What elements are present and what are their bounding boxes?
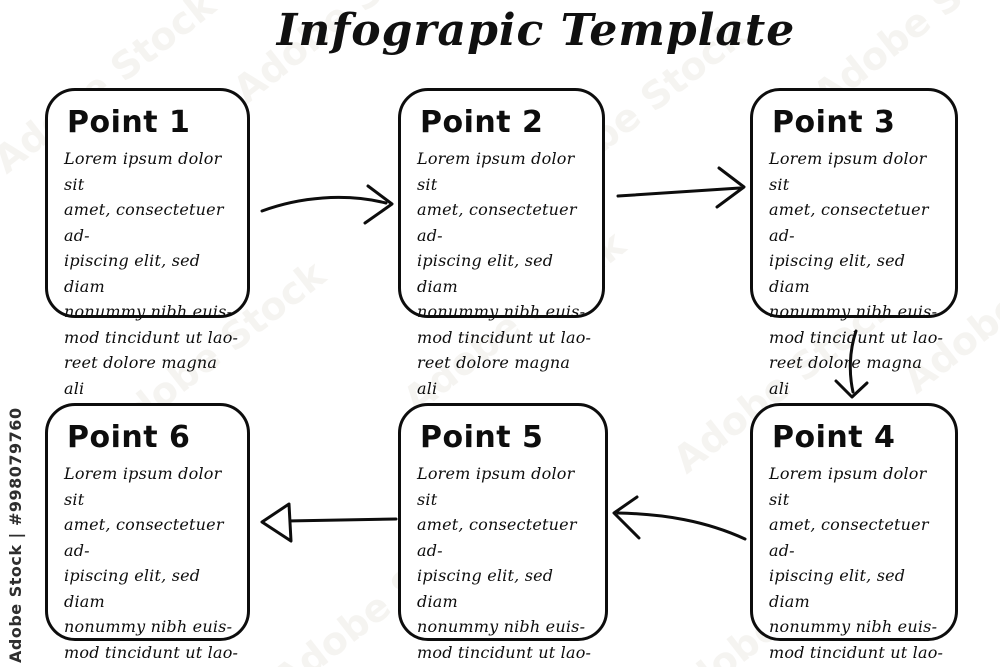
point-6-card: Point 6 Lorem ipsum dolor sit amet, cons… <box>45 403 250 662</box>
arrow-point1-to-point2-icon <box>260 184 394 225</box>
point-3-card: Point 3 Lorem ipsum dolor sit amet, cons… <box>750 88 958 398</box>
point-4-card: Point 4 Lorem ipsum dolor sit amet, cons… <box>750 403 958 662</box>
arrow-point4-to-point5-icon <box>612 495 747 541</box>
point-2-body: Lorem ipsum dolor sit amet, consectetuer… <box>417 149 592 398</box>
point-5-card: Point 5 Lorem ipsum dolor sit amet, cons… <box>398 403 608 662</box>
page-title: Infograpic Template <box>276 5 796 56</box>
arrow-point2-to-point3-icon <box>616 166 746 209</box>
point-1-heading: Point 1 <box>67 105 191 140</box>
point-5-body: Lorem ipsum dolor sit amet, consectetuer… <box>417 464 592 662</box>
point-4-body: Lorem ipsum dolor sit amet, consectetuer… <box>769 464 944 662</box>
point-2-heading: Point 2 <box>420 105 544 140</box>
point-5-heading: Point 5 <box>420 420 544 455</box>
point-6-body: Lorem ipsum dolor sit amet, consectetuer… <box>64 464 239 662</box>
arrow-point5-to-point6-icon <box>260 502 398 543</box>
point-1-body: Lorem ipsum dolor sit amet, consectetuer… <box>64 149 239 398</box>
point-6-heading: Point 6 <box>67 420 191 455</box>
point-2-card: Point 2 Lorem ipsum dolor sit amet, cons… <box>398 88 605 398</box>
point-4-heading: Point 4 <box>772 420 896 455</box>
point-3-heading: Point 3 <box>772 105 896 140</box>
stock-id-watermark: Adobe Stock | #998079760 <box>6 407 25 663</box>
point-1-card: Point 1 Lorem ipsum dolor sit amet, cons… <box>45 88 250 398</box>
point-3-body: Lorem ipsum dolor sit amet, consectetuer… <box>769 149 944 398</box>
